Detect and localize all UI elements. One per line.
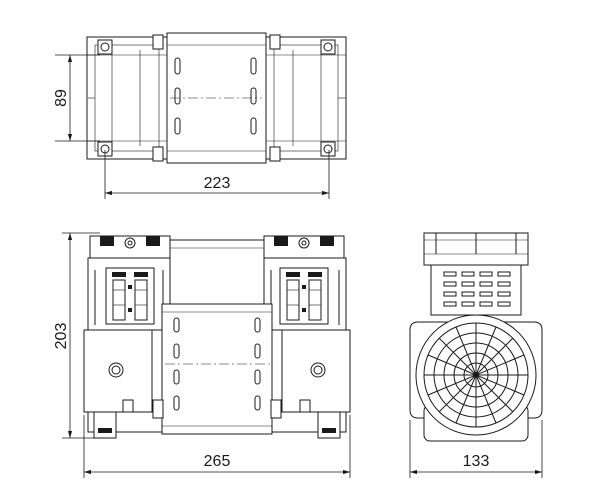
dim-89-label: 89 <box>53 89 70 107</box>
top-left-housing <box>86 36 168 160</box>
dim-265: 265 <box>83 415 351 478</box>
top-right-housing <box>265 36 347 160</box>
dim-223: 223 <box>104 150 330 199</box>
dim-265-label: 265 <box>204 453 231 470</box>
foot-left <box>93 411 117 439</box>
front-view: 203 265 <box>53 232 351 478</box>
foot-right <box>317 411 341 439</box>
dim-223-label: 223 <box>204 175 231 192</box>
dim-133-label: 133 <box>463 453 490 470</box>
dim-203-label: 203 <box>53 323 70 350</box>
front-slots <box>173 317 261 411</box>
dim-89: 89 <box>53 54 100 142</box>
side-view: 133 <box>409 232 543 478</box>
dim-133: 133 <box>409 420 543 478</box>
dim-203: 203 <box>53 232 100 439</box>
fan-guard <box>415 314 537 436</box>
front-middle-top <box>169 239 265 305</box>
side-vent-grid <box>443 271 511 307</box>
top-slots <box>174 57 257 135</box>
top-view: 89 223 <box>53 32 347 199</box>
